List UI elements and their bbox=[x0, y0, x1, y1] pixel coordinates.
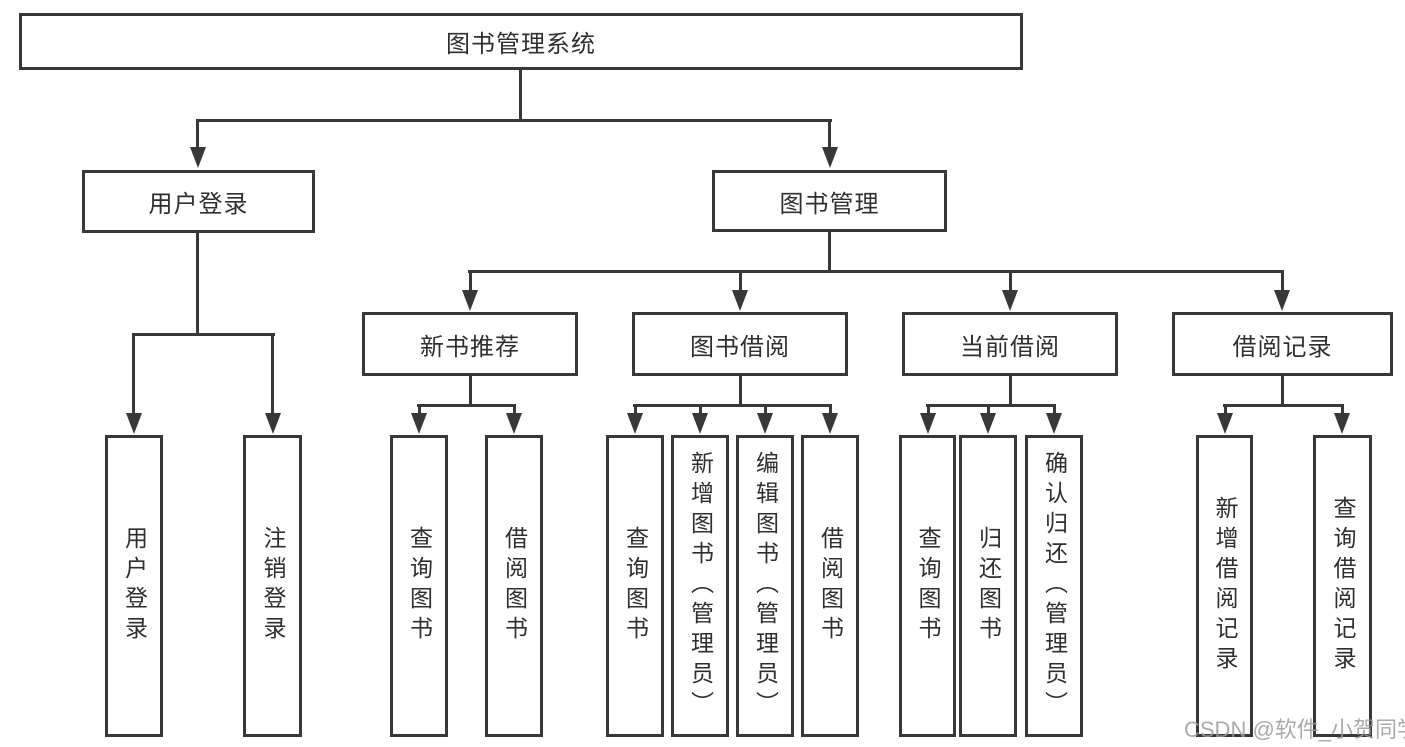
leaf-edit-book-admin: 编辑图书（管理员） bbox=[736, 435, 794, 737]
arrowhead-down-icon bbox=[757, 413, 773, 434]
connector-vline bbox=[1341, 404, 1344, 418]
connector-vline bbox=[1009, 375, 1012, 407]
leaf-edit-book-admin-label: 编辑图书（管理员） bbox=[752, 451, 779, 721]
leaf-return-books-label: 归还图书 bbox=[975, 526, 1002, 646]
connector-vline bbox=[829, 404, 832, 418]
leaf-borrow-books-recommend: 借阅图书 bbox=[485, 435, 543, 737]
arrowhead-down-icon bbox=[920, 413, 936, 434]
connector-vline bbox=[927, 404, 930, 418]
arrowhead-down-icon bbox=[627, 413, 643, 434]
watermark: CSDN @软件_小贺同学 bbox=[1184, 717, 1405, 742]
leaf-borrow-books-recommend-label: 借阅图书 bbox=[501, 526, 528, 646]
connector-vline bbox=[634, 404, 637, 418]
leaf-add-borrow-record: 新增借阅记录 bbox=[1196, 435, 1253, 737]
leaf-add-book-admin-label: 新增图书（管理员） bbox=[687, 451, 714, 721]
node-book-borrow-label: 图书借阅 bbox=[690, 333, 790, 361]
node-borrow-records: 借阅记录 bbox=[1172, 312, 1393, 376]
connector-vline bbox=[739, 270, 742, 294]
leaf-add-book-admin: 新增图书（管理员） bbox=[671, 435, 729, 737]
node-root: 图书管理系统 bbox=[19, 13, 1023, 70]
connector-vline bbox=[418, 404, 421, 418]
leaf-confirm-return-admin: 确认归还（管理员） bbox=[1025, 435, 1083, 737]
connector-hline bbox=[468, 270, 1284, 273]
connector-vline bbox=[1009, 270, 1012, 294]
arrowhead-down-icon bbox=[1217, 413, 1233, 434]
connector-vline bbox=[1281, 375, 1284, 407]
connector-hline bbox=[417, 404, 516, 407]
arrowhead-down-icon bbox=[692, 413, 708, 434]
leaf-query-books-borrow: 查询图书 bbox=[606, 435, 664, 737]
arrowhead-down-icon bbox=[462, 290, 478, 311]
arrowhead-down-icon bbox=[732, 290, 748, 311]
node-root-label: 图书管理系统 bbox=[446, 31, 596, 58]
node-borrow-records-label: 借阅记录 bbox=[1232, 333, 1333, 361]
arrowhead-down-icon bbox=[1334, 413, 1350, 434]
connector-hline bbox=[1223, 404, 1344, 407]
arrowhead-down-icon bbox=[1274, 290, 1290, 311]
leaf-query-books-recommend: 查询图书 bbox=[390, 435, 448, 737]
leaf-query-borrow-record-label: 查询借阅记录 bbox=[1330, 496, 1356, 676]
connector-vline bbox=[1281, 270, 1284, 294]
connector-vline bbox=[764, 404, 767, 418]
arrowhead-down-icon bbox=[822, 413, 838, 434]
leaf-logout-label: 注销登录 bbox=[260, 526, 286, 646]
connector-vline bbox=[469, 375, 472, 407]
arrowhead-down-icon bbox=[411, 413, 427, 434]
leaf-add-borrow-record-label: 新增借阅记录 bbox=[1212, 496, 1238, 676]
leaf-confirm-return-admin-label: 确认归还（管理员） bbox=[1041, 451, 1068, 721]
arrowhead-down-icon bbox=[126, 413, 142, 434]
connector-vline bbox=[828, 232, 831, 273]
leaf-return-books: 归还图书 bbox=[959, 435, 1017, 737]
leaf-query-books-current-label: 查询图书 bbox=[915, 526, 941, 646]
leaf-query-books-recommend-label: 查询图书 bbox=[406, 526, 433, 646]
leaf-query-borrow-record: 查询借阅记录 bbox=[1313, 435, 1372, 737]
connector-vline bbox=[271, 333, 274, 418]
connector-vline bbox=[1224, 404, 1227, 418]
connector-vline bbox=[828, 119, 831, 151]
connector-hline bbox=[196, 119, 832, 122]
arrowhead-down-icon bbox=[822, 147, 838, 168]
connector-vline bbox=[196, 119, 199, 151]
arrowhead-down-icon bbox=[1002, 290, 1018, 311]
connector-vline bbox=[699, 404, 702, 418]
connector-hline bbox=[633, 404, 832, 407]
node-current-borrow-label: 当前借阅 bbox=[960, 333, 1060, 361]
arrowhead-down-icon bbox=[506, 413, 522, 434]
leaf-user-login-label: 用户登录 bbox=[121, 526, 148, 646]
node-new-book-recommend: 新书推荐 bbox=[362, 312, 578, 376]
node-user-login-label: 用户登录 bbox=[148, 191, 249, 218]
connector-vline bbox=[739, 375, 742, 407]
arrowhead-down-icon bbox=[980, 413, 996, 434]
leaf-query-books-borrow-label: 查询图书 bbox=[622, 526, 649, 646]
connector-hline bbox=[132, 333, 275, 336]
leaf-query-books-current: 查询图书 bbox=[899, 435, 956, 737]
arrowhead-down-icon bbox=[265, 413, 281, 434]
leaf-logout: 注销登录 bbox=[243, 435, 302, 737]
node-book-management: 图书管理 bbox=[712, 170, 947, 232]
connector-vline bbox=[987, 404, 990, 418]
leaf-borrow-books: 借阅图书 bbox=[801, 435, 859, 737]
arrowhead-down-icon bbox=[1046, 413, 1062, 434]
leaf-borrow-books-label: 借阅图书 bbox=[817, 526, 844, 646]
connector-vline bbox=[469, 270, 472, 294]
connector-vline bbox=[519, 69, 522, 121]
node-book-management-label: 图书管理 bbox=[779, 190, 880, 218]
connector-vline bbox=[196, 233, 199, 336]
connector-vline bbox=[132, 333, 135, 418]
node-book-borrow: 图书借阅 bbox=[632, 312, 848, 376]
node-new-book-recommend-label: 新书推荐 bbox=[420, 333, 520, 361]
leaf-user-login: 用户登录 bbox=[105, 435, 163, 737]
connector-hline bbox=[926, 404, 1056, 407]
node-user-login: 用户登录 bbox=[82, 170, 315, 233]
node-current-borrow: 当前借阅 bbox=[902, 312, 1118, 376]
connector-vline bbox=[1053, 404, 1056, 418]
arrowhead-down-icon bbox=[190, 147, 206, 168]
connector-vline bbox=[513, 404, 516, 418]
